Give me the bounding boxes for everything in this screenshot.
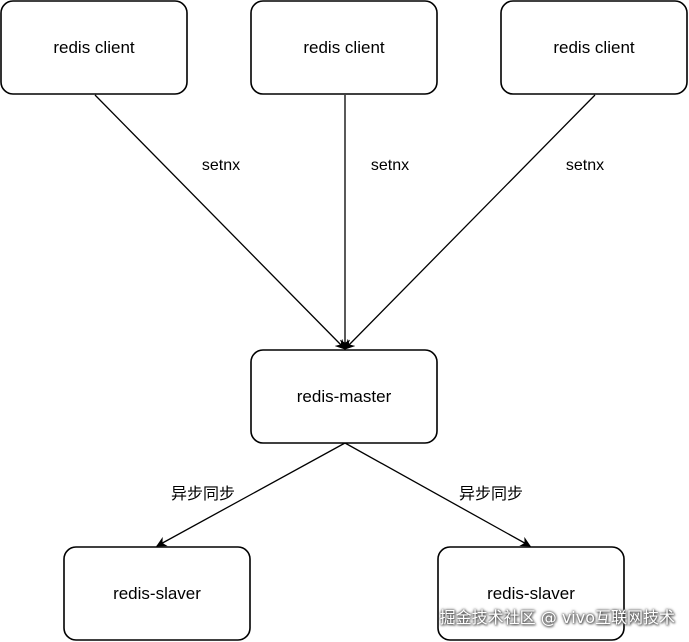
node-redis-client-2: redis client: [250, 0, 438, 95]
edge-label-client-1: setnx: [202, 157, 240, 174]
node-redis-client-3: redis client: [500, 0, 688, 95]
node-label: redis client: [303, 38, 385, 57]
node-redis-master: redis-master: [250, 349, 438, 444]
watermark: 掘金技术社区 @ vivo互联网技术: [439, 608, 675, 627]
node-label: redis-master: [297, 387, 392, 406]
edge-client-1-to-master: [94, 94, 346, 350]
edge-master-to-slave-1: [156, 442, 346, 547]
edge-label-master-slave-1: 异步同步: [171, 485, 235, 503]
edge-master-to-slave-2: [344, 442, 531, 547]
edge-label-client-3: setnx: [566, 157, 604, 174]
node-redis-client-1: redis client: [0, 0, 188, 95]
node-label: redis client: [53, 38, 135, 57]
edge-label-master-slave-2: 异步同步: [459, 485, 523, 503]
edge-label-client-2: setnx: [371, 157, 409, 174]
node-label: redis-slaver: [113, 584, 201, 603]
node-label: redis client: [553, 38, 635, 57]
node-redis-slaver-1: redis-slaver: [63, 546, 251, 641]
node-redis-slaver-2: redis-slaver: [437, 546, 625, 641]
node-label: redis-slaver: [487, 584, 575, 603]
edge-client-3-to-master: [344, 94, 596, 350]
